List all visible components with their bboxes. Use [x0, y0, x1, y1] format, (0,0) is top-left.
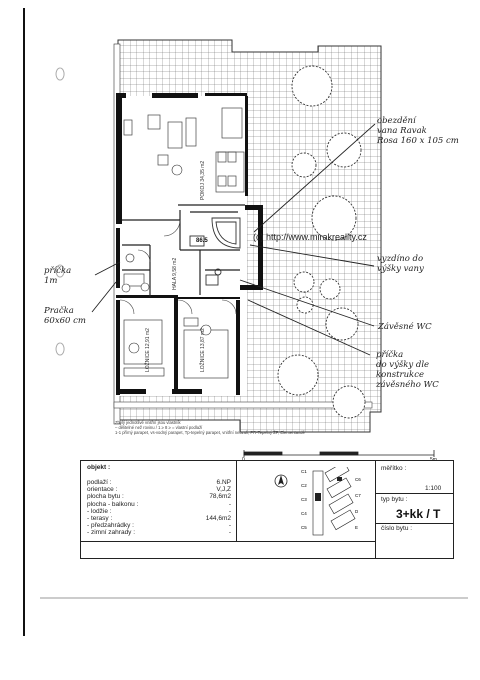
living-furniture: [123, 107, 245, 193]
key-plan-label: C1: [301, 469, 307, 474]
key-plan-label: C4: [301, 511, 307, 516]
tb-row-label: podlaží :: [87, 479, 112, 486]
tb-row-label: plocha - balkonu :: [87, 500, 139, 508]
key-plan-label: C5: [301, 525, 307, 530]
internal-walls: [122, 204, 245, 297]
title-block: objekt : podlaží : 6.NP orientace : V,J,Z pl…: [80, 460, 454, 559]
tb-row-value: 6.NP: [216, 479, 231, 486]
plan-footnote: Zbylý jednotlivé vnitřní jsou vlastník –…: [115, 420, 305, 435]
tb-row-value: -: [228, 522, 231, 530]
dimension-label: 86.5: [196, 238, 208, 244]
annotation-partition: příčka 1m: [44, 266, 72, 286]
terrace-trees: [277, 65, 366, 419]
punch-holes: [55, 67, 65, 356]
room-label-bed1: LOŽNICE 12,91 m2: [145, 328, 151, 372]
scale-bar: [243, 450, 435, 457]
tb-heading: objekt :: [87, 464, 111, 471]
annotation-wc: Závěsné WC: [378, 322, 432, 332]
leader-lines: [91, 123, 376, 356]
tb-row-value: -: [228, 507, 231, 515]
annotation-partition2: příčka do výšky dle konstrukce závěsného…: [376, 350, 439, 390]
watermark-url: (c) http://www.mirakreality.cz: [253, 232, 367, 242]
tb-scale-label: měřítko :: [381, 465, 407, 472]
tb-row-value: V,J,Z: [216, 486, 231, 494]
key-plan-label: C7: [355, 493, 361, 498]
tb-scale-value: 1:100: [425, 485, 442, 492]
tb-row-value: -: [228, 529, 231, 537]
tb-row-label: - zimní zahrady :: [87, 529, 136, 537]
key-plan-label: C2: [301, 483, 307, 488]
room-label-bed2: LOŽNICE 13,87 m2: [200, 328, 206, 372]
tb-row-label: - terasy :: [87, 515, 113, 522]
tb-number-label: číslo bytu :: [381, 525, 413, 532]
tb-row-value: -: [228, 500, 231, 508]
walls: [116, 93, 263, 395]
door-swings: [119, 219, 237, 315]
tb-row-label: - předzahrádky :: [87, 522, 134, 530]
annotation-bath: obezdění vana Ravak Rosa 160 x 105 cm: [377, 116, 459, 146]
room-markers: [121, 164, 212, 354]
tb-type-label: typ bytu :: [381, 496, 408, 503]
annotation-tile: vyzdíno do výšky vany: [377, 254, 424, 274]
tb-row-label: orientace :: [87, 486, 118, 494]
annotation-washer: Pračka 60x60 cm: [44, 306, 86, 326]
tb-row-label: - lodžie :: [87, 507, 112, 515]
room-label-living: POKOJ 34,35 m2: [200, 160, 206, 200]
tb-row-value: 78,6m2: [209, 493, 231, 501]
tb-type-value: 3+kk / T: [396, 507, 441, 521]
key-plan-label: D: [355, 509, 359, 514]
room-label-hall: HALA 9,58 m2: [172, 257, 178, 290]
key-plan-label: E: [355, 525, 358, 530]
bathtub: [189, 217, 241, 286]
tb-row-label: plocha bytu :: [87, 493, 124, 501]
key-plan-label: C6: [355, 477, 361, 482]
tb-row-value: 144,6m2: [205, 515, 231, 522]
key-plan-label: C3: [301, 497, 307, 502]
